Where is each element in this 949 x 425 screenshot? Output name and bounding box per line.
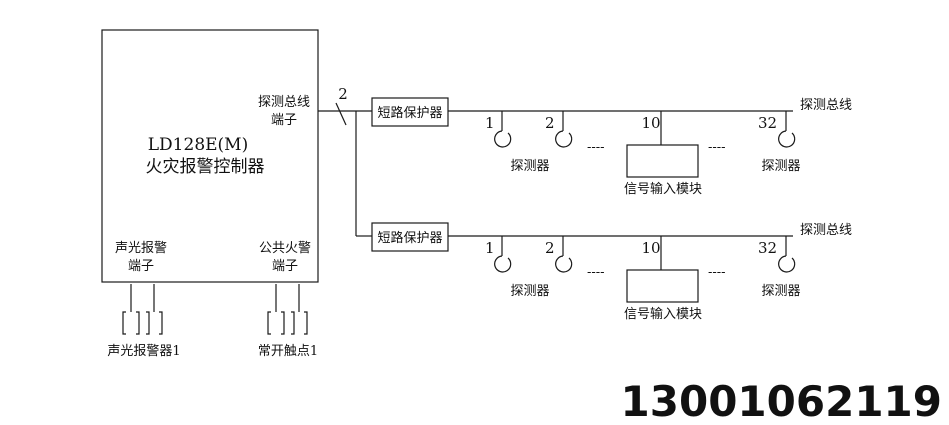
- detector-second: [555, 111, 573, 148]
- detector-last-number: 32: [758, 114, 777, 132]
- detector-label-left: 探测器: [510, 284, 549, 299]
- controller-name: 火灾报警控制器: [146, 157, 265, 177]
- short-circuit-protector-box: [371, 222, 449, 252]
- signal-input-module-label: 信号输入模块: [624, 306, 702, 322]
- detector-last: [778, 111, 796, 148]
- dash-separator-right: ----: [708, 265, 726, 280]
- public-fire-terminal-label-2: 端子: [272, 259, 298, 274]
- detector-second-number: 2: [545, 114, 555, 132]
- bus-terminal-label-2: 端子: [271, 113, 297, 128]
- detector-first-number: 1: [485, 114, 495, 132]
- detector-second-number: 2: [545, 239, 555, 257]
- detector-label-right: 探测器: [761, 159, 800, 174]
- phone-number: 13001062119: [621, 377, 942, 425]
- sound-light-device-label: 声光报警器1: [107, 343, 180, 359]
- sound-light-alarm-output: 声光报警器1: [107, 284, 181, 359]
- short-circuit-protector-label: 短路保护器: [377, 105, 442, 121]
- short-circuit-protector-label: 短路保护器: [377, 230, 442, 246]
- detector-last: [778, 236, 796, 273]
- dash-separator-left: ----: [587, 140, 605, 155]
- signal-input-module-box: [626, 144, 699, 178]
- normally-open-contact-output: 常开触点1: [258, 284, 318, 359]
- detector-first: [494, 111, 512, 148]
- detector-symbol: [494, 130, 512, 148]
- detector-first: [494, 236, 512, 273]
- controller-box: [101, 29, 319, 283]
- bus-terminal-label-1: 探测总线: [258, 95, 310, 110]
- dash-separator-left: ----: [587, 265, 605, 280]
- bus-wire-tick: [335, 102, 347, 126]
- detector-first-number: 1: [485, 239, 495, 257]
- detector-label-left: 探测器: [510, 159, 549, 174]
- wire-count-label: 2: [338, 85, 348, 103]
- detector-label-right: 探测器: [761, 284, 800, 299]
- controller-model: LD128E(M): [148, 135, 248, 155]
- sound-light-alarm-symbol: [122, 311, 163, 335]
- detector-symbol: [778, 130, 796, 148]
- signal-input-module-label: 信号输入模块: [624, 181, 702, 197]
- module-number: 10: [641, 114, 660, 132]
- detector-symbol: [555, 255, 573, 273]
- dash-separator-right: ----: [708, 140, 726, 155]
- normally-open-contact-label: 常开触点1: [258, 344, 318, 359]
- normally-open-contact-symbol: [267, 311, 308, 335]
- detector-symbol: [778, 255, 796, 273]
- module-number: 10: [641, 239, 660, 257]
- detector-last-number: 32: [758, 239, 777, 257]
- detector-second: [555, 236, 573, 273]
- detection-bus-label: 探测总线: [800, 223, 852, 238]
- signal-input-module-box: [626, 269, 699, 303]
- public-fire-terminal-label-1: 公共火警: [259, 240, 311, 256]
- detection-loop-1: 短路保护器 探测总线 1 2 探测器 ---- 10 信号输入模块 ---- 32 探测器: [371, 97, 852, 197]
- sound-light-terminal-label-1: 声光报警: [115, 240, 167, 256]
- sound-light-terminal-label-2: 端子: [128, 259, 154, 274]
- detector-symbol: [494, 255, 512, 273]
- short-circuit-protector-box: [371, 97, 449, 127]
- detection-loop-2: 短路保护器 探测总线 1 2 探测器 ---- 10 信号输入模块 ---- 32 探测器: [371, 222, 852, 322]
- detector-symbol: [555, 130, 573, 148]
- detection-bus-label: 探测总线: [800, 98, 852, 113]
